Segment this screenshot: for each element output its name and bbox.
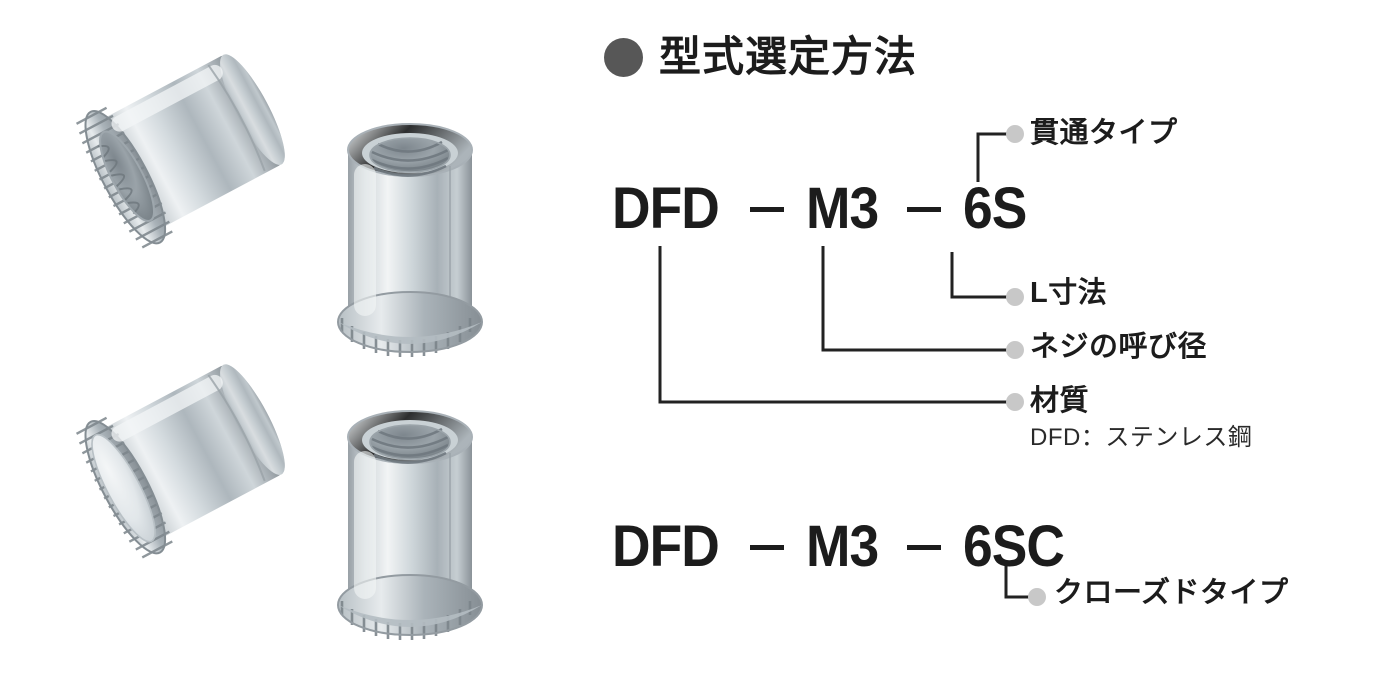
part-number-closed-type: DFD M3 6SC [612,518,1073,576]
photo-through-upright [337,123,483,357]
part-number-material-code-2: DFD [612,514,720,579]
leader-dot-material [1006,393,1024,411]
callout-l-dimension-label: L寸法 [1030,277,1108,309]
callout-through-type-label: 貫通タイプ [1030,117,1178,149]
callout-through-type: 貫通タイプ [1030,117,1178,149]
part-number-separator-4 [906,544,941,550]
photo-closed-tilted [75,364,285,559]
part-number-separator-3 [750,544,785,550]
leader-dot-l-dimension [1006,288,1024,306]
part-number-thread-code-2: M3 [806,514,879,579]
leader-dot-closed-type [1028,588,1046,606]
callout-l-dimension: L寸法 [1030,277,1108,309]
product-photos-illustration [75,54,483,640]
part-number-length-code-2: 6SC [962,514,1065,579]
leader-dot-thread-diameter [1006,341,1024,359]
leader-dot-through-type [1006,125,1024,143]
part-number-material-code: DFD [612,176,720,241]
leader-thread-diameter [821,246,1008,352]
photo-closed-upright [337,410,483,640]
section-heading: 型式選定方法 [604,36,917,78]
product-photo-area [0,0,580,700]
part-number-separator-2 [906,206,941,212]
part-number-thread-code: M3 [806,176,879,241]
part-number-length-code: 6S [962,176,1027,241]
part-number-separator-1 [750,206,785,212]
callout-thread-diameter-label: ネジの呼び径 [1030,331,1208,363]
callout-material: 材質 DFD：ステンレス鋼 [1030,386,1252,454]
callout-material-sub: DFD：ステンレス鋼 [1030,424,1253,452]
leader-l-dimension [950,252,1008,299]
callout-closed-type: クローズドタイプ [1054,577,1289,609]
filled-circle-bullet-icon [604,37,643,77]
leader-material [658,246,1008,404]
leader-through-type [976,132,1008,182]
part-number-through-type: DFD M3 6S [612,180,1032,238]
photo-through-tilted [75,54,285,249]
page-title: 型式選定方法 [659,33,918,80]
callout-material-label: 材質 [1030,385,1090,417]
callout-thread-diameter: ネジの呼び径 [1030,331,1208,363]
callout-closed-type-label: クローズドタイプ [1054,577,1289,609]
